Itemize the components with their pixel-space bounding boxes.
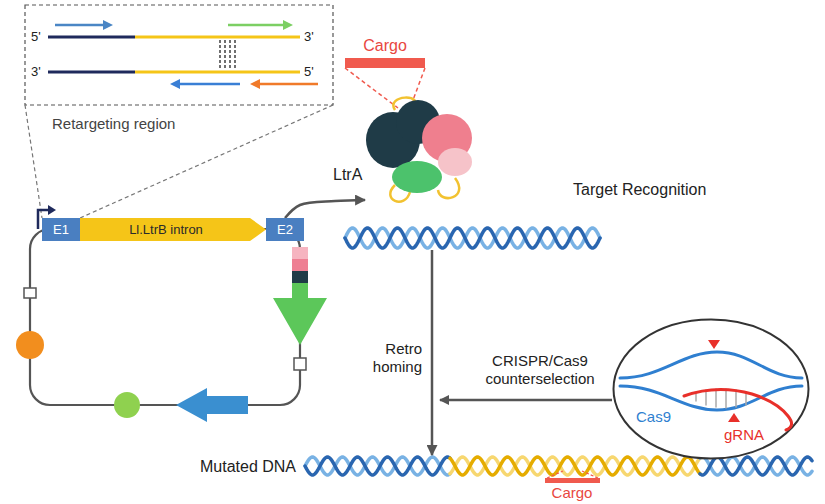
origin-circle: [16, 331, 44, 359]
cargo-bar: [345, 58, 425, 68]
node-label: LtrA: [333, 165, 362, 184]
primer-arrow: [228, 24, 285, 27]
cargo-insert-line: [582, 471, 598, 478]
orf-block: [292, 259, 308, 271]
guide-rna: [684, 389, 792, 430]
intron-arrow-body: [80, 218, 266, 241]
cargo-bar: [545, 478, 600, 483]
ltra-rnp: LtrA: [330, 95, 485, 200]
exon-strand: [48, 36, 135, 39]
cargo-label: Cargo: [537, 484, 607, 502]
counterselection-arrow: [440, 399, 612, 402]
node-label: E1: [53, 222, 69, 238]
strand-end: 5': [304, 64, 314, 80]
primer-head: [250, 79, 260, 89]
dna-strand: [700, 457, 812, 475]
primer-head: [170, 79, 180, 89]
dna-helix: [305, 228, 812, 475]
orf-block: [292, 247, 308, 259]
cargo-insert-line: [547, 471, 563, 478]
terminator-box: [24, 288, 36, 298]
primer-arrow: [55, 24, 105, 27]
target-dna: Target Recognition: [345, 226, 600, 250]
dna-strand: [305, 457, 450, 475]
intron-strand: [135, 36, 300, 39]
cut-site: [708, 340, 720, 349]
dna-strand: [450, 457, 700, 475]
base-pairing: [220, 40, 235, 69]
intron-strand: [135, 71, 300, 74]
mutated-dna: Mutated DNA: [200, 455, 812, 477]
node-label: Ll.LtrB intron: [129, 222, 203, 238]
primer-arrow: [178, 83, 240, 86]
marker-gene-arrow: [176, 388, 248, 422]
cas9-ellipse: Cas9 gRNA: [612, 318, 810, 460]
plasmid-backbone: [30, 229, 300, 405]
strand-end: 3': [304, 29, 314, 45]
strand-end: 5': [31, 29, 41, 45]
step-label: CRISPR/Cas9 counterselection: [470, 352, 610, 388]
promoter-circle: [114, 392, 140, 418]
orf-arrow: [273, 283, 327, 345]
node-label: E2: [277, 222, 293, 238]
protein-domain: [392, 161, 442, 193]
orf-block: [292, 271, 308, 283]
dna-strand: [305, 457, 450, 475]
cargo-label: Cargo: [345, 36, 425, 55]
node-label: Cas9: [636, 408, 671, 426]
strand-end: 3': [31, 64, 41, 80]
terminator-box: [294, 358, 306, 370]
dna-strand: [700, 457, 812, 475]
cut-site: [728, 413, 740, 422]
primer-head: [103, 20, 113, 30]
zoom-box: [25, 5, 333, 105]
primer-head: [283, 20, 293, 30]
cas9-ellipse-shape: [612, 318, 810, 460]
node-sublabel: gRNA: [724, 426, 764, 444]
intron-arrow: Ll.LtrB intron: [80, 218, 266, 241]
flow-arrow: [431, 250, 434, 455]
dna-strand: [450, 457, 700, 475]
dna-strand: [345, 228, 600, 248]
exon-box: E1: [42, 218, 80, 241]
exon-strand: [48, 71, 135, 74]
primer-arrow: [258, 83, 318, 86]
region-caption: Retargeting region: [52, 115, 175, 133]
protein-domain: [438, 148, 472, 176]
cargo-insert-line: [345, 68, 398, 108]
flow-arrow: [285, 200, 365, 218]
dna-strand: [345, 228, 600, 248]
exon-box: E2: [266, 218, 304, 241]
cell-outline: [614, 320, 809, 459]
zoom-line: [25, 105, 42, 218]
edge-label: Retro homing: [360, 340, 422, 376]
node-label: Mutated DNA: [200, 457, 296, 476]
node-label: Target Recognition: [573, 180, 706, 199]
promoter-head: [48, 205, 56, 215]
dna-strand: [620, 352, 802, 378]
